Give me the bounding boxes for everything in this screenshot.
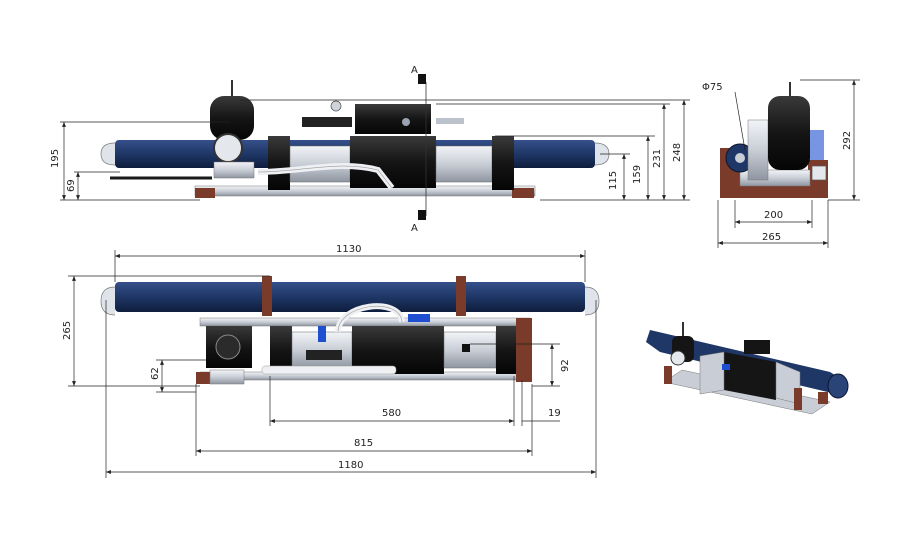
- dim-92: 92: [560, 359, 571, 372]
- front-gauge: [213, 133, 243, 163]
- front-cylinder-cap-left: [268, 136, 290, 190]
- dim-195: 195: [50, 149, 61, 168]
- dim-side-265: 265: [762, 232, 781, 243]
- side-dimensions: Φ75 292 200 265: [702, 79, 860, 248]
- iso-central-block: [724, 352, 776, 400]
- iso-cylinder-left: [699, 351, 725, 395]
- dim-231: 231: [652, 149, 663, 168]
- front-valve-rod: [436, 118, 464, 124]
- dim-115: 115: [608, 171, 619, 190]
- front-view: [100, 80, 610, 198]
- top-frame-foot: [196, 372, 212, 384]
- front-hose-outline: [257, 165, 393, 189]
- top-blue-fitting-left: [318, 326, 326, 342]
- front-cylinder-body-right: [435, 145, 493, 183]
- iso-blue-fitting: [722, 364, 730, 370]
- dim-292: 292: [842, 131, 853, 150]
- side-view: [720, 82, 828, 198]
- dim-1130: 1130: [336, 244, 361, 255]
- dim-815: 815: [354, 438, 373, 449]
- top-pump-fan: [215, 334, 241, 360]
- top-tube-clamp-left: [262, 276, 272, 316]
- top-frame-rail-upper: [199, 317, 531, 327]
- isometric-view: [646, 322, 849, 415]
- iso-valve-block: [744, 340, 770, 354]
- dim-200: 200: [764, 210, 783, 221]
- dim-580: 580: [382, 408, 401, 419]
- section-marker-a: A A: [411, 65, 427, 234]
- top-lower-hose: [261, 365, 397, 375]
- front-dimensions: 195 69 115 159 231 248: [50, 99, 690, 201]
- top-hose-outline: [337, 306, 403, 333]
- front-inlet-knob: [330, 100, 342, 112]
- section-arrow-top: [418, 74, 426, 84]
- dim-top-265: 265: [62, 321, 73, 340]
- side-accumulator: [768, 96, 810, 170]
- top-membrane-tube: [115, 282, 585, 312]
- side-cylinder: [747, 119, 769, 181]
- front-inlet-pipe: [302, 117, 352, 127]
- top-frame-end: [516, 318, 532, 382]
- top-dimensions: 1130 265 62 92 580 19 815 1180: [62, 244, 597, 478]
- side-gauge: [811, 165, 827, 181]
- front-tube-left-bend: [100, 142, 116, 166]
- side-base-frame: [720, 186, 828, 198]
- front-pump-base: [213, 161, 255, 179]
- iso-frame-foot: [818, 392, 828, 404]
- side-blue-housing: [810, 130, 824, 160]
- top-blue-fitting-right: [408, 314, 430, 322]
- top-pump-base: [209, 369, 245, 385]
- diameter-label: Φ75: [702, 82, 723, 93]
- front-cylinder-cap-right: [492, 136, 514, 190]
- top-tube-left-bend: [100, 286, 116, 316]
- dim-248: 248: [672, 143, 683, 162]
- front-valve-block: [355, 104, 431, 134]
- section-label-bottom: A: [411, 223, 418, 234]
- iso-tube-end: [827, 373, 849, 399]
- top-view: [100, 276, 600, 385]
- dim-62: 62: [150, 367, 161, 380]
- front-accumulator: [210, 96, 254, 140]
- iso-frame-leg-left: [664, 366, 672, 384]
- section-label-top: A: [411, 65, 418, 76]
- top-tube-clamp-right: [456, 276, 466, 316]
- top-cylinder-cap-left: [270, 326, 292, 374]
- dim-159: 159: [632, 165, 643, 184]
- front-central-block: [350, 136, 436, 188]
- front-foot-left: [195, 188, 215, 198]
- dim-69: 69: [66, 179, 77, 192]
- top-tube-right-bend: [584, 286, 600, 316]
- iso-frame-leg-right: [794, 388, 802, 410]
- top-port: [462, 344, 470, 352]
- dim-19: 19: [548, 408, 561, 419]
- front-valve-port: [402, 118, 410, 126]
- section-arrow-bottom: [418, 210, 426, 220]
- top-cylinder-cap-right: [496, 326, 516, 374]
- side-membrane-port: [735, 153, 745, 163]
- diameter-leader: [734, 91, 746, 151]
- front-foot-right: [512, 188, 534, 198]
- iso-gauge: [670, 350, 686, 366]
- dim-1180: 1180: [338, 460, 363, 471]
- top-inlet-pipe: [306, 350, 342, 360]
